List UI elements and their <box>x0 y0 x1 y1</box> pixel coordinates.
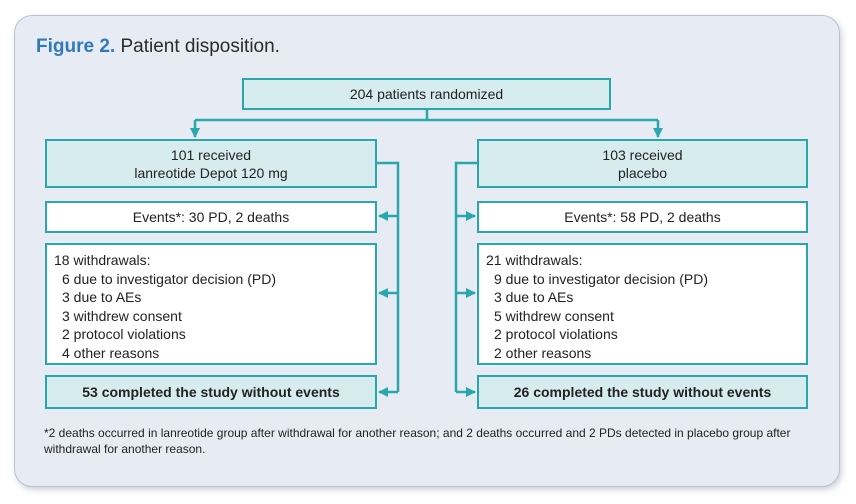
left-received-count: 101 received <box>170 146 252 163</box>
left-withdrawal-item: 3 withdrew consent <box>62 307 182 324</box>
left-received-box: 101 received lanreotide Depot 120 mg <box>45 139 377 188</box>
right-withdrawal-item: 5 withdrew consent <box>494 307 614 324</box>
right-withdrawal-item: 2 other reasons <box>494 344 592 361</box>
left-completed-text: 53 completed the study without events <box>82 384 340 400</box>
left-withdrawal-item: 6 due to investigator decision (PD) <box>62 270 276 287</box>
left-events-box: Events*: 30 PD, 2 deaths <box>45 201 377 233</box>
left-received-treatment: lanreotide Depot 120 mg <box>134 164 288 181</box>
left-withdrawals-head: 18 withdrawals: <box>54 252 151 268</box>
left-completed-box: 53 completed the study without events <box>45 375 377 409</box>
left-withdrawal-item: 2 protocol violations <box>62 326 186 342</box>
right-withdrawal-item: 2 protocol violations <box>494 326 618 342</box>
right-withdrawals-box: 21 withdrawals: 9 due to investigator de… <box>477 243 808 365</box>
right-events-box: Events*: 58 PD, 2 deaths <box>477 201 808 233</box>
right-events-text: Events*: 58 PD, 2 deaths <box>564 209 721 225</box>
figure-caption: Patient disposition. <box>120 36 280 57</box>
figure-label: Figure 2. <box>36 36 116 57</box>
left-events-text: Events*: 30 PD, 2 deaths <box>132 209 290 225</box>
right-completed-box: 26 completed the study without events <box>477 375 808 409</box>
left-withdrawal-item: 3 due to AEs <box>62 289 142 305</box>
right-received-count: 103 received <box>602 146 683 163</box>
right-received-treatment: placebo <box>617 164 668 181</box>
randomized-text: 204 patients randomized <box>349 86 504 102</box>
left-withdrawal-item: 4 other reasons <box>62 344 160 361</box>
right-received-box: 103 received placebo <box>477 139 808 188</box>
randomized-box: 204 patients randomized <box>242 78 611 110</box>
figure-title: Figure 2. Patient disposition. <box>36 36 280 58</box>
right-completed-text: 26 completed the study without events <box>513 384 772 400</box>
right-withdrawal-item: 9 due to investigator decision (PD) <box>494 270 708 287</box>
right-withdrawal-item: 3 due to AEs <box>494 289 574 305</box>
left-withdrawals-box: 18 withdrawals: 6 due to investigator de… <box>45 243 377 365</box>
right-withdrawals-head: 21 withdrawals: <box>486 252 583 268</box>
footnote: *2 deaths occurred in lanreotide group a… <box>44 426 791 456</box>
